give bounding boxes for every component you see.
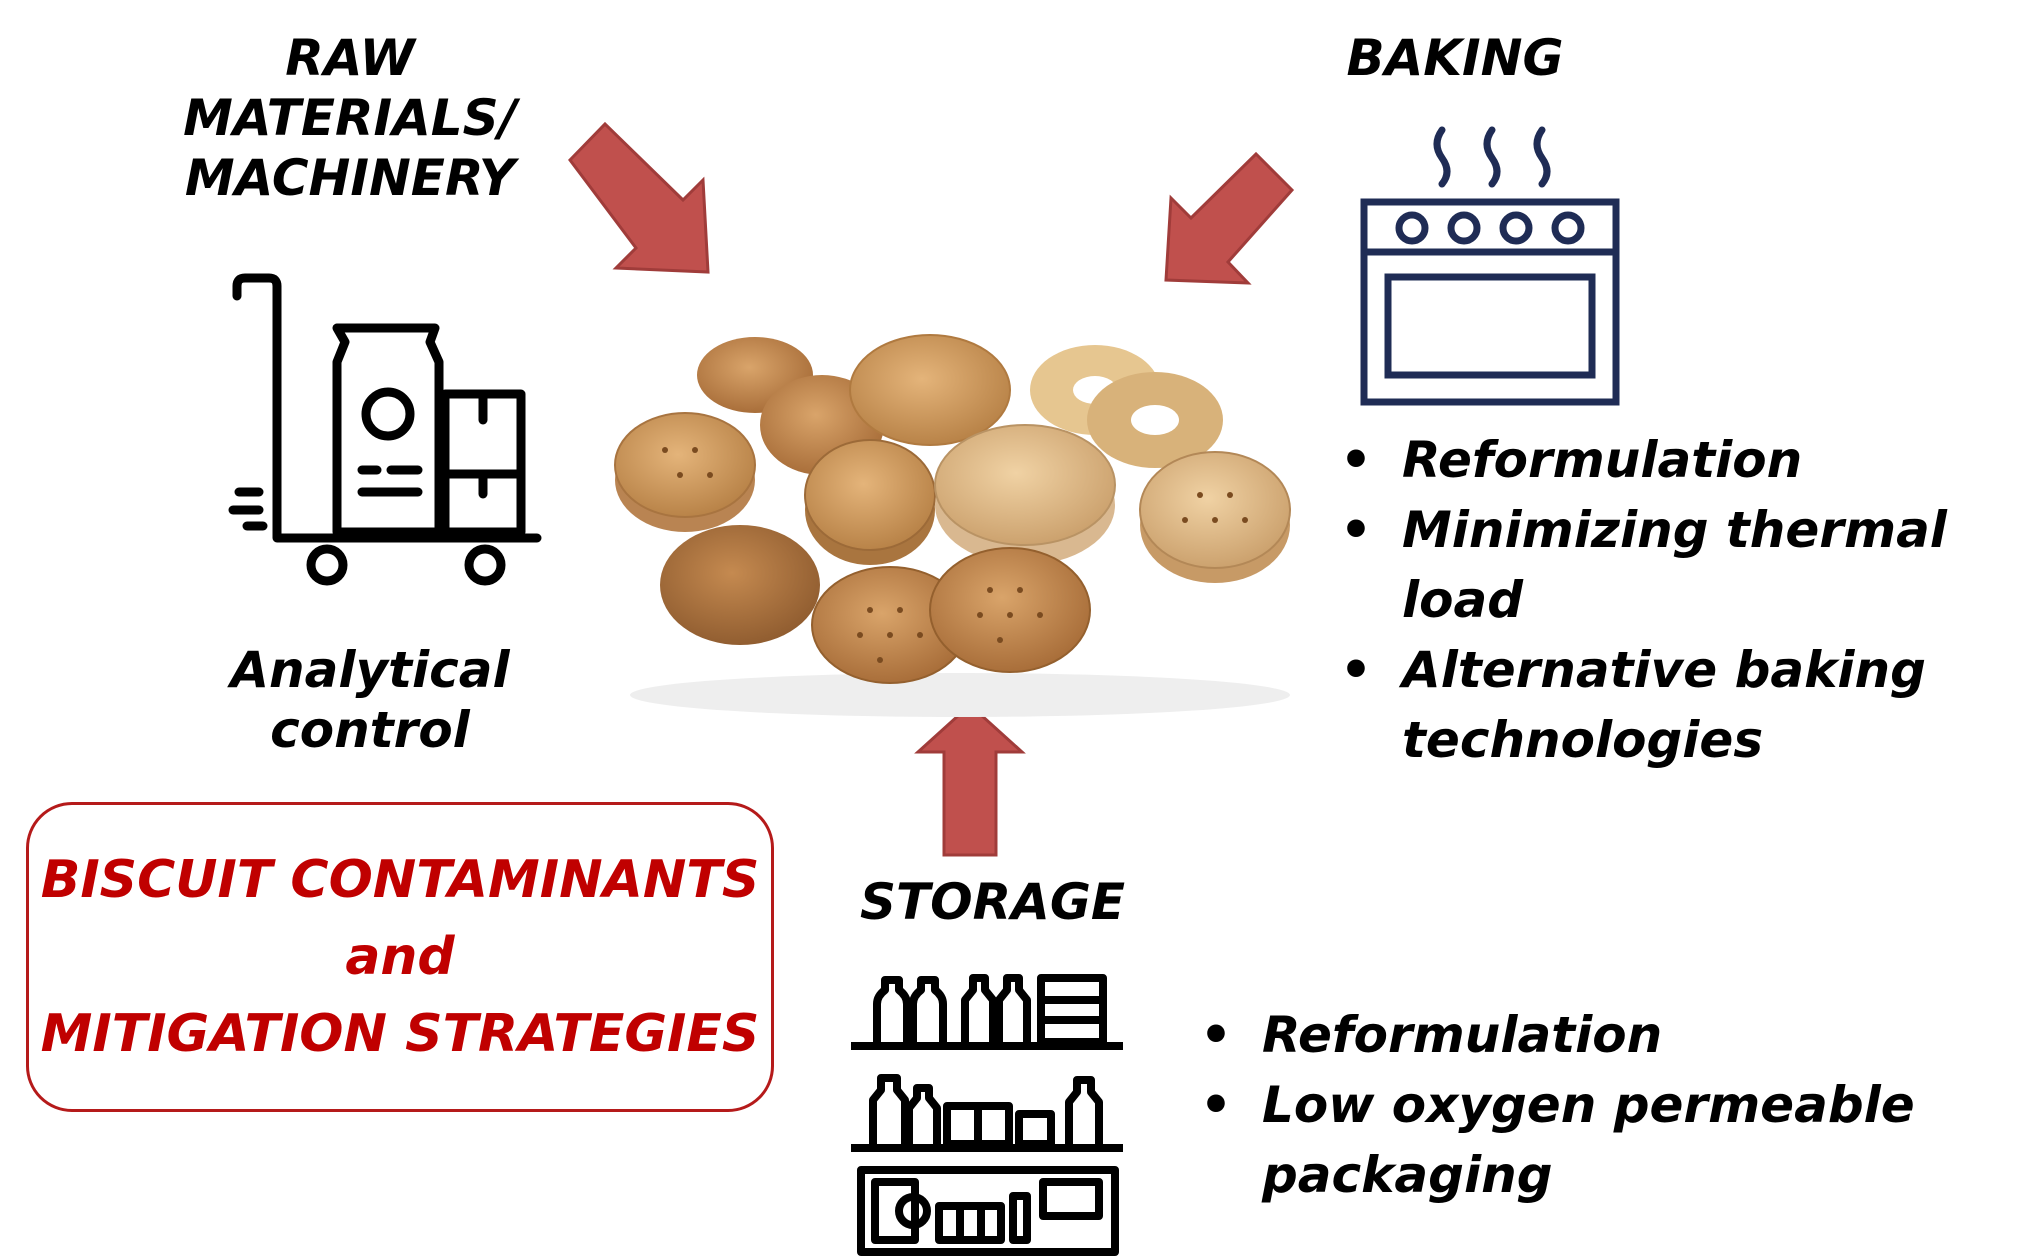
summary-line-1: BISCUIT CONTAMINANTS	[40, 849, 760, 910]
raw-title-line-2: MATERIALS/	[183, 89, 517, 147]
biscuit-assortment-photo	[614, 334, 1291, 717]
list-item: Alternative baking technologies	[1340, 635, 2028, 775]
analytical-control-caption: Analytical control	[230, 641, 510, 759]
list-item: Reformulation	[1340, 425, 2028, 495]
summary-text: BISCUIT CONTAMINANTS and MITIGATION STRA…	[41, 842, 760, 1073]
list-item: Low oxygen permeable packaging	[1200, 1070, 1960, 1210]
raw-title-line-1: RAW	[285, 29, 415, 87]
cart-with-sack-and-boxes-icon	[228, 273, 542, 586]
baking-title: BAKING	[1346, 29, 1564, 87]
store-shelves-icon	[851, 974, 1123, 1256]
raw-materials-title: RAW MATERIALS/ MACHINERY	[170, 28, 530, 208]
storage-title: STORAGE	[860, 873, 1126, 931]
list-item: Minimizing thermal load	[1340, 495, 2028, 635]
raw-title-line-3: MACHINERY	[184, 149, 516, 207]
summary-line-3: MITIGATION STRATEGIES	[40, 1003, 760, 1064]
list-item: Reformulation	[1200, 1000, 1960, 1070]
storage-strategy-list: Reformulation Low oxygen permeable packa…	[1200, 1000, 1960, 1210]
summary-box: BISCUIT CONTAMINANTS and MITIGATION STRA…	[26, 802, 774, 1112]
summary-line-2: and	[345, 926, 455, 987]
oven-with-steam-icon	[1360, 126, 1620, 406]
baking-strategy-list: Reformulation Minimizing thermal load Al…	[1340, 425, 2028, 775]
